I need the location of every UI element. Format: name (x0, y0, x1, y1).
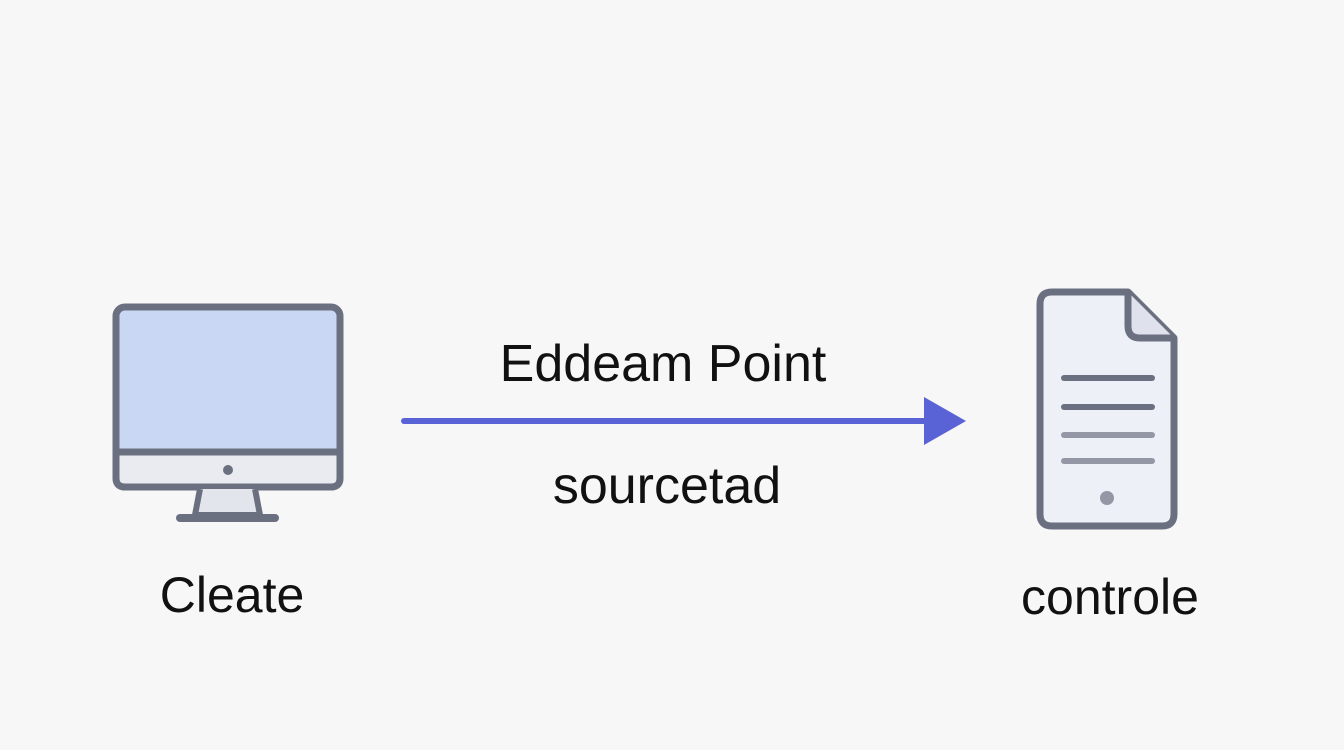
desktop-monitor-icon (112, 303, 344, 522)
target-node-label: controle (1021, 569, 1199, 625)
edge-label-bottom: sourcetad (552, 457, 782, 515)
source-node-label: Cleate (159, 567, 305, 623)
flow-arrow (401, 397, 966, 445)
document-icon (1036, 288, 1178, 530)
edge-label-top: Eddeam Point (499, 335, 827, 393)
